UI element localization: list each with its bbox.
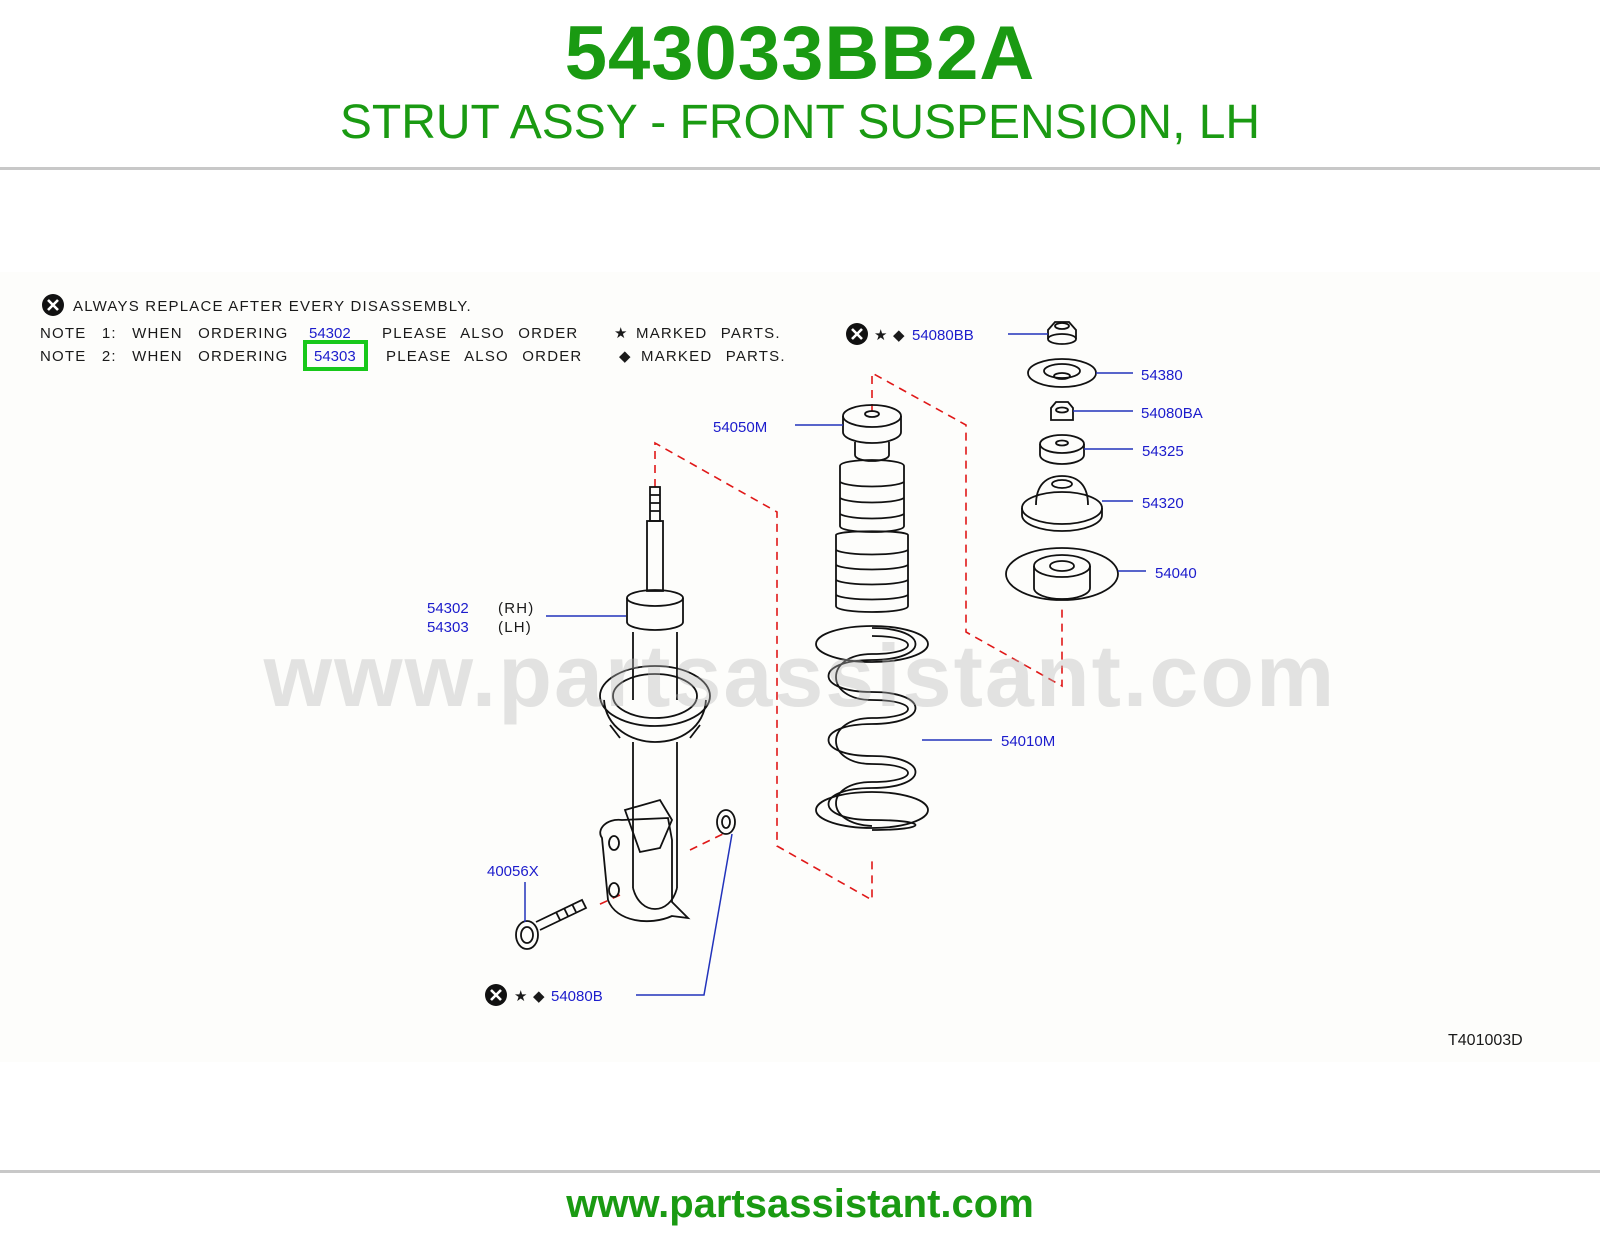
part-number-title: 543033BB2A <box>564 11 1036 96</box>
spring-seat-upper <box>1005 547 1119 601</box>
note1-prefix: NOTE 1: WHEN ORDERING <box>40 325 289 342</box>
footer-url[interactable]: www.partsassistant.com <box>566 1182 1034 1226</box>
header: 543033BB2A STRUT ASSY - FRONT SUSPENSION… <box>0 0 1600 168</box>
part-description: STRUT ASSY - FRONT SUSPENSION, LH <box>339 96 1261 149</box>
parts-diagram: ALWAYS REPLACE AFTER EVERY DISASSEMBLY. … <box>0 272 1600 1062</box>
part-label-54302[interactable]: 54302 <box>427 600 469 617</box>
callout-40056X[interactable]: 40056X <box>487 863 539 922</box>
callout-54050M[interactable]: 54050M <box>713 419 843 436</box>
part-label-54080BB[interactable]: 54080BB <box>912 327 974 344</box>
star-icon: ★ <box>514 988 529 1005</box>
watermark: www.partsassistant.com <box>263 626 1337 725</box>
strut-body <box>599 486 736 923</box>
header-divider <box>0 167 1600 170</box>
diamond-icon: ◆ <box>533 988 546 1005</box>
always-replace-note: ALWAYS REPLACE AFTER EVERY DISASSEMBLY. <box>73 298 472 315</box>
callout-strut[interactable]: 54302 (RH) 54303 (LH) <box>427 600 626 636</box>
notes-block: ALWAYS REPLACE AFTER EVERY DISASSEMBLY. … <box>40 294 786 371</box>
note2-middle: PLEASE ALSO ORDER <box>386 348 582 365</box>
note1-part-link[interactable]: 54302 <box>309 325 351 342</box>
part-label-54325[interactable]: 54325 <box>1142 443 1184 460</box>
part-label-40056X[interactable]: 40056X <box>487 863 539 880</box>
part-label-54050M[interactable]: 54050M <box>713 419 767 436</box>
callout-54040[interactable]: 54040 <box>1118 565 1197 582</box>
callout-54080BB[interactable]: ★ ◆ 54080BB <box>846 323 1048 345</box>
footer-divider <box>0 1170 1600 1173</box>
rh-label: (RH) <box>498 600 534 617</box>
part-label-54320[interactable]: 54320 <box>1142 495 1184 512</box>
part-label-54010M[interactable]: 54010M <box>1001 733 1055 750</box>
callout-54010M[interactable]: 54010M <box>922 733 1055 750</box>
callout-54320[interactable]: 54320 <box>1102 495 1184 512</box>
note2-prefix: NOTE 2: WHEN ORDERING <box>40 348 289 365</box>
diamond-icon: ◆ <box>619 348 632 365</box>
top-nut-bb <box>1047 321 1077 345</box>
dust-boot <box>835 404 909 613</box>
mounting-bolt <box>515 898 588 950</box>
part-label-54080B[interactable]: 54080B <box>551 988 603 1005</box>
part-label-54380[interactable]: 54380 <box>1141 367 1183 384</box>
part-label-54303[interactable]: 54303 <box>427 619 469 636</box>
note1-suffix: MARKED PARTS. <box>636 325 781 342</box>
bound-bumper-plate <box>1039 434 1085 465</box>
drawing-code: T401003D <box>1448 1032 1523 1049</box>
star-icon: ★ <box>614 325 629 342</box>
replace-icon <box>42 294 64 316</box>
callout-54380[interactable]: 54380 <box>1096 367 1183 384</box>
part-label-54040[interactable]: 54040 <box>1155 565 1197 582</box>
star-icon: ★ <box>874 327 889 344</box>
part-label-54080BA[interactable]: 54080BA <box>1141 405 1203 422</box>
nut-ba <box>1050 401 1074 421</box>
upper-washer <box>1027 358 1097 388</box>
lh-label: (LH) <box>498 619 532 636</box>
diamond-icon: ◆ <box>893 327 906 344</box>
callout-54080B[interactable]: ★ ◆ 54080B <box>485 833 733 1006</box>
replace-icon <box>846 323 868 345</box>
replace-icon <box>485 984 507 1006</box>
note1-middle: PLEASE ALSO ORDER <box>382 325 578 342</box>
note2-suffix: MARKED PARTS. <box>641 348 786 365</box>
coil-spring <box>815 625 929 831</box>
callout-54325[interactable]: 54325 <box>1084 443 1184 460</box>
note2-part-link[interactable]: 54303 <box>314 348 356 365</box>
callout-54080BA[interactable]: 54080BA <box>1073 405 1203 422</box>
strut-mount-insulator <box>1021 475 1103 532</box>
highlight-box <box>303 340 368 371</box>
